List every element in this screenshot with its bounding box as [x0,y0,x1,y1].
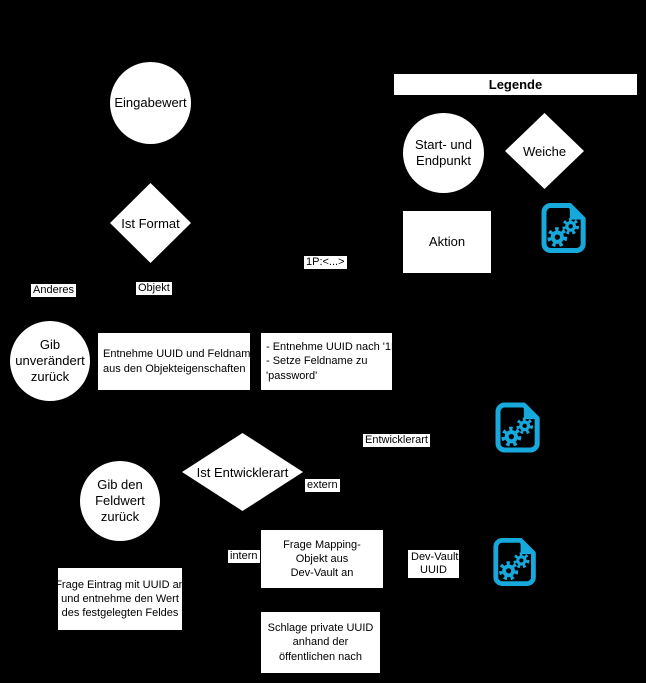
end-node-line: zurück [100,509,140,525]
end-node-line: Feldwert [95,492,145,508]
end-node-line: zurück [30,369,70,385]
action-line: - Entnehme UUID nach '1P:' [266,341,404,354]
action-line: Frage Mapping- [283,538,361,551]
edge-label-entwicklerart: Entwicklerart [363,434,430,448]
legend-aktion-box: Aktion [403,211,491,273]
document-gears-icon [493,400,543,455]
document-gears-icon [539,201,589,255]
action-line: aus den Objekteigenschaften [103,362,246,375]
edge-label-extern: extern [305,479,340,493]
action-line: Objekt aus [295,552,349,565]
action-line: Schlage private UUID [267,622,374,635]
end-node-line: unverändert [15,352,85,368]
edge-label-devvault-uuid: Dev-Vault UUID [408,550,459,579]
action-line: Dev-Vault an [290,567,354,580]
end-node-gib-feldwert: Gib den Feldwert zurück [80,461,160,541]
action-line: des festgelegten Feldes [61,607,179,620]
edge-label-anderes: Anderes [31,284,76,298]
edge-label-objekt: Objekt [136,282,172,296]
edge-label-intern: intern [228,550,260,564]
legend-title-bar: Legende [394,74,637,95]
decision-ist-format: Ist Format [110,183,191,263]
action-frage-eintrag: Frage Eintrag mit UUID an und entnehme d… [55,568,185,630]
edge-label-1p: 1P:<...> [304,256,347,270]
legend-title: Legende [488,77,543,92]
edge-label-line: Dev-Vault [411,551,459,563]
action-line: 'password' [266,369,318,382]
decision-ist-entwicklerart: Ist Entwicklerart [182,433,303,511]
start-node-eingabewert: Eingabewert [110,62,191,144]
end-node-line: Gib [39,336,61,352]
action-frage-mapping-objekt: Frage Mapping- Objekt aus Dev-Vault an [261,530,383,588]
action-line: öffentlichen nach [279,650,362,663]
action-line: - Setze Feldname zu [266,355,368,368]
action-entnehme-uuid-1p: - Entnehme UUID nach '1P:' - Setze Feldn… [261,333,403,390]
legend-weiche-label: Weiche [522,143,567,159]
decision-ist-format-label: Ist Format [121,215,180,231]
legend-start-end-line: Endpunkt [416,153,471,168]
edge-label-line: UUID [420,564,447,577]
legend-start-end-node: Start- und Endpunkt [403,113,484,193]
end-node-gib-unveraendert: Gib unverändert zurück [10,321,90,401]
document-gears-icon [491,536,539,588]
legend-weiche-diamond: Weiche [505,113,584,189]
action-line: und entnehme den Wert [61,592,179,605]
start-node-label: Eingabewert [114,94,187,110]
action-entnehme-uuid-feldname: Entnehme UUID und Feldname aus den Objek… [98,333,256,390]
action-line: Frage Eintrag mit UUID an [55,578,185,591]
action-schlage-private-uuid: Schlage private UUID anhand der öffentli… [261,612,380,673]
end-node-line: Gib den [97,476,143,492]
decision-ist-entwicklerart-label: Ist Entwicklerart [196,464,289,480]
action-line: Entnehme UUID und Feldname [103,348,257,361]
action-line: anhand der [292,636,349,649]
legend-aktion-label: Aktion [428,233,466,249]
legend-start-end-line: Start- und [414,136,473,152]
